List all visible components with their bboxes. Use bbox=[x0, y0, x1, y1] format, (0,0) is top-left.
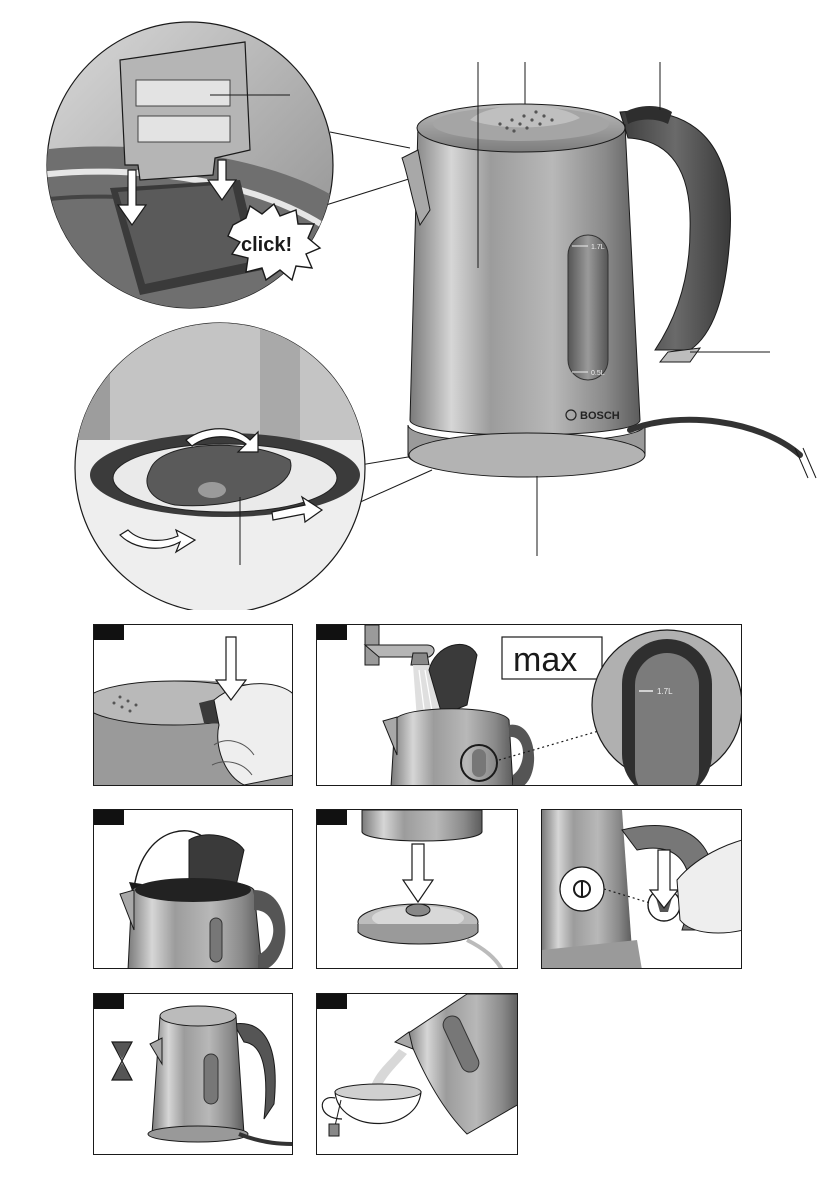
window-mark-max: 1.7L bbox=[591, 244, 605, 251]
kettle-main: 1.7L 0.5L BOSCH bbox=[402, 104, 816, 478]
brand-label: BOSCH bbox=[580, 410, 620, 422]
overview-illustration: 1.7L 0.5L BOSCH bbox=[0, 0, 840, 610]
step-panel-6 bbox=[93, 993, 293, 1155]
hourglass-icon bbox=[112, 1042, 132, 1080]
base-detail-circle bbox=[70, 320, 380, 610]
step-panel-2: max 1.7L bbox=[316, 624, 742, 786]
step-panel-5 bbox=[541, 809, 742, 969]
arrow-down-icon bbox=[650, 850, 678, 908]
click-callout: click! bbox=[241, 234, 292, 256]
step-panel-7 bbox=[316, 993, 518, 1155]
window-mark-min: 0.5L bbox=[591, 370, 605, 377]
arrow-down-icon bbox=[403, 844, 433, 902]
max-callout: max bbox=[513, 641, 577, 679]
step-panel-3 bbox=[93, 809, 293, 969]
step-panel-4 bbox=[316, 809, 518, 969]
step-panel-1 bbox=[93, 624, 293, 786]
filter-detail-circle: click! bbox=[40, 22, 340, 320]
magnified-mark-max: 1.7L bbox=[657, 687, 673, 696]
